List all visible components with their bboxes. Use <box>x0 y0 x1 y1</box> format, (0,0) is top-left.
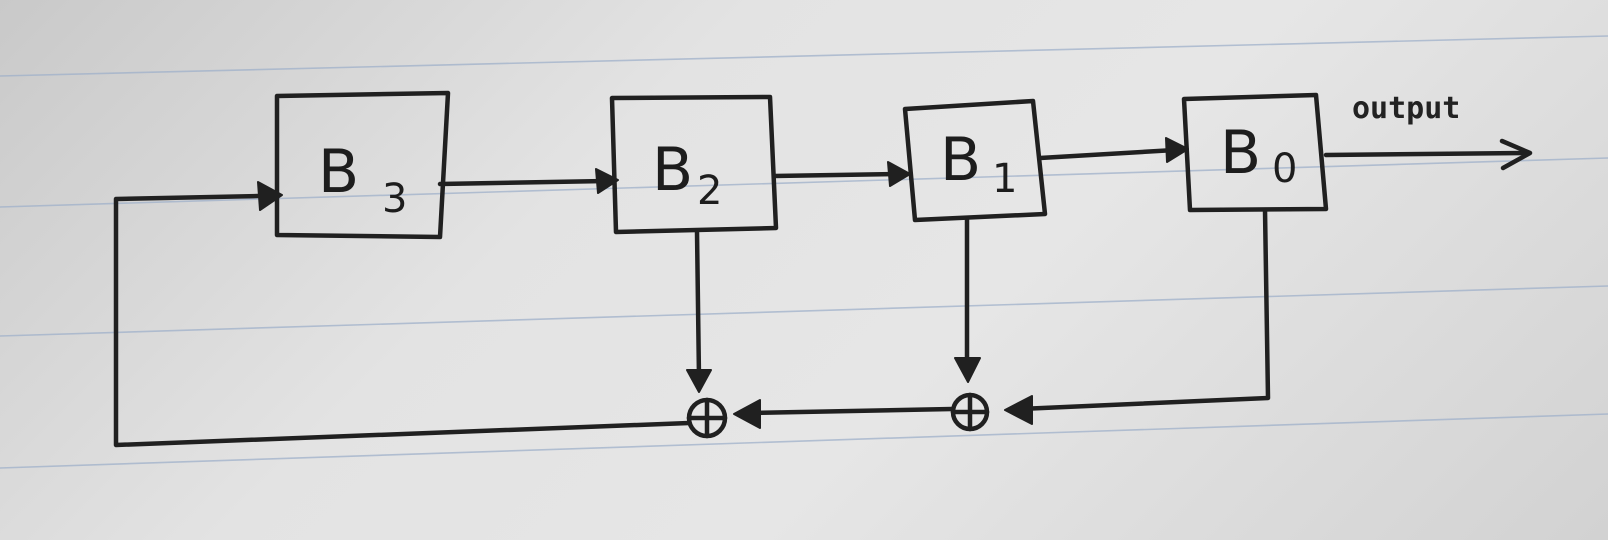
feedback-line <box>113 193 692 448</box>
block-b2: B 2 <box>609 94 779 235</box>
block-b1-index: 1 <box>992 156 1017 202</box>
block-b1-box <box>902 98 1048 223</box>
tap-b0 <box>1017 207 1271 412</box>
feedback-loop <box>113 181 692 448</box>
connector-xor2-xor1 <box>747 406 955 416</box>
xor-gate-2 <box>950 392 990 432</box>
block-b3-box <box>274 90 451 240</box>
block-b3-index: 3 <box>382 176 407 222</box>
connector-b2-b1 <box>771 171 901 179</box>
block-b0-index: 0 <box>1272 146 1297 192</box>
arrowhead-b0-in <box>1165 137 1189 163</box>
arrowhead-xor1-in <box>733 399 761 429</box>
block-b1: B 1 <box>902 98 1048 223</box>
xor-gate-1 <box>686 397 728 439</box>
tap-b2 <box>694 229 702 381</box>
block-b2-letter: B <box>652 135 693 205</box>
ruled-line <box>0 157 1608 208</box>
arrowhead-tap-b2 <box>686 369 712 393</box>
block-b3-letter: B <box>318 137 359 207</box>
block-b2-index: 2 <box>697 168 722 214</box>
arrowhead-tap-b1 <box>954 357 981 383</box>
connector-b1-b0 <box>1037 147 1178 161</box>
arrowhead-b2-in <box>595 168 619 194</box>
ruled-line <box>0 35 1608 77</box>
shift-path: output <box>437 91 1533 194</box>
xor-1-plus <box>686 397 728 439</box>
connector-b3-b2 <box>437 178 609 187</box>
output-label: output <box>1352 91 1460 126</box>
output-arrowhead <box>1499 138 1533 171</box>
tap-lines <box>686 207 1271 425</box>
block-b3: B 3 <box>274 90 451 240</box>
xor-2-plus <box>950 392 990 432</box>
ruled-line <box>0 413 1608 469</box>
arrowhead-tap-b0 <box>1004 395 1033 425</box>
block-b2-box <box>609 94 779 235</box>
output-line <box>1323 150 1531 158</box>
block-b0: B 0 <box>1181 92 1329 213</box>
block-b0-letter: B <box>1220 118 1261 188</box>
block-b0-box <box>1181 92 1329 213</box>
block-b1-letter: B <box>940 125 981 195</box>
arrowhead-b3-in <box>257 181 283 211</box>
arrowhead-b1-in <box>887 161 911 187</box>
ruled-line <box>0 285 1608 337</box>
